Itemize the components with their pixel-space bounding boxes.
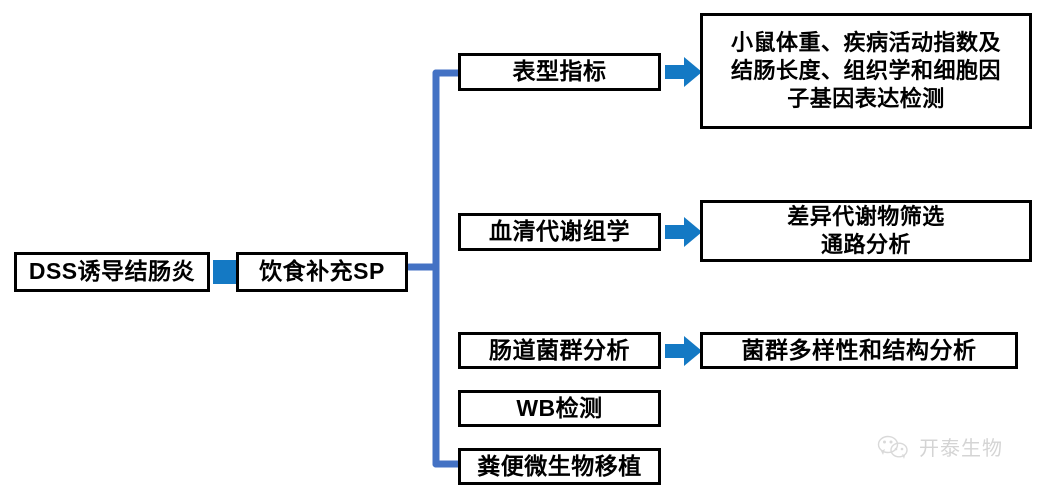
node-phenotype-results[interactable]: 小鼠体重、疾病活动指数及 结肠长度、组织学和细胞因 子基因表达检测 — [700, 13, 1032, 129]
node-dietary-supplement-sp[interactable]: 饮食补充SP — [236, 252, 408, 292]
watermark: 开泰生物 — [876, 432, 1003, 461]
node-fecal-microbiota-transplant[interactable]: 粪便微生物移植 — [458, 448, 661, 485]
arrow-gutflora-to-result-icon — [665, 336, 702, 366]
wechat-icon — [877, 435, 908, 459]
node-gut-microbiota-analysis[interactable]: 肠道菌群分析 — [458, 332, 661, 369]
node-metabolomics-results[interactable]: 差异代谢物筛选 通路分析 — [700, 200, 1032, 262]
arrow-phenotype-to-result-icon — [665, 57, 702, 87]
arrow-metabolomics-to-result-icon — [665, 217, 702, 247]
node-serum-metabolomics[interactable]: 血清代谢组学 — [458, 213, 661, 251]
node-gut-microbiota-results[interactable]: 菌群多样性和结构分析 — [700, 332, 1018, 369]
node-phenotype-indicators[interactable]: 表型指标 — [458, 53, 661, 91]
watermark-label: 开泰生物 — [919, 438, 1003, 460]
node-western-blot-assay[interactable]: WB检测 — [458, 390, 661, 427]
node-dss-induced-colitis[interactable]: DSS诱导结肠炎 — [14, 252, 210, 292]
